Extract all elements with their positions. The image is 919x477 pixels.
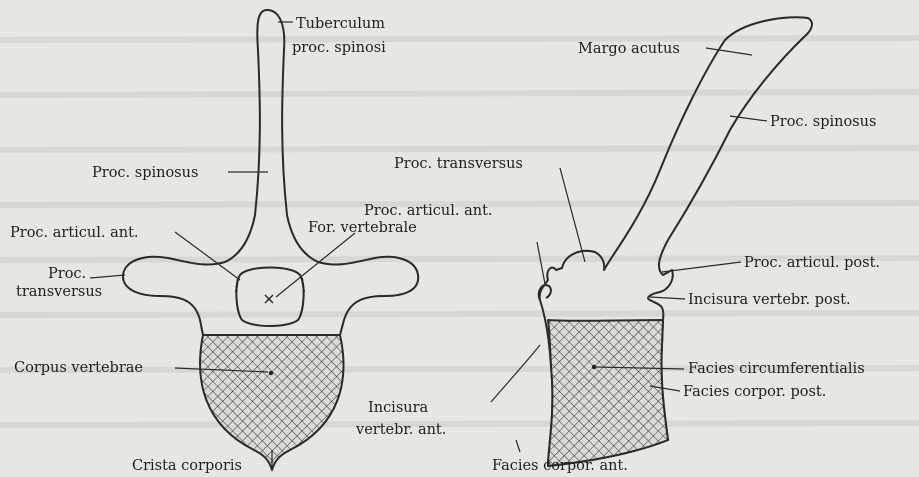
label-tuberculum: Tuberculum: [296, 16, 385, 32]
label-proc-articul-ant-right: Proc. articul. ant.: [364, 203, 493, 219]
left-corpus-vertebrae: [200, 335, 343, 470]
label-proc-articul-post: Proc. articul. post.: [744, 255, 880, 271]
label-incisura-vertebr-ant-2: vertebr. ant.: [355, 422, 446, 438]
label-proc-transversus-left-2: transversus: [16, 284, 102, 300]
label-proc-transversus-right: Proc. transversus: [394, 156, 523, 172]
label-tuberculum-proc-spinosi: proc. spinosi: [292, 40, 386, 56]
left-vertebra-view: Tuberculum proc. spinosi Proc. spinosus …: [10, 10, 418, 474]
label-proc-transversus-left-1: Proc.: [48, 266, 86, 282]
label-facies-corpor-ant: Facies corpor. ant.: [492, 458, 628, 474]
left-articular-process-marks: [236, 278, 304, 292]
label-for-vertebrale: For. vertebrale: [308, 220, 417, 236]
right-vertebra-view: Margo acutus Proc. spinosus Proc. transv…: [355, 17, 880, 474]
label-incisura-vertebr-ant-1: Incisura: [368, 400, 429, 416]
label-margo-acutus: Margo acutus: [578, 41, 680, 57]
label-facies-corpor-post: Facies corpor. post.: [683, 384, 826, 400]
label-corpus-vertebrae: Corpus vertebrae: [14, 360, 143, 376]
right-corpus-vertebrae: [548, 320, 668, 466]
left-center-marker: [265, 295, 273, 303]
left-body-center-dot: [269, 371, 273, 375]
right-body-center-dot: [592, 365, 596, 369]
label-crista-corporis: Crista corporis: [132, 458, 242, 474]
label-proc-spinosus-right: Proc. spinosus: [770, 114, 876, 130]
label-facies-circumferentialis: Facies circumferentialis: [688, 361, 865, 377]
label-proc-spinosus-left: Proc. spinosus: [92, 165, 198, 181]
label-incisura-vertebr-post: Incisura vertebr. post.: [688, 292, 851, 308]
label-proc-articul-ant-left: Proc. articul. ant.: [10, 225, 139, 241]
